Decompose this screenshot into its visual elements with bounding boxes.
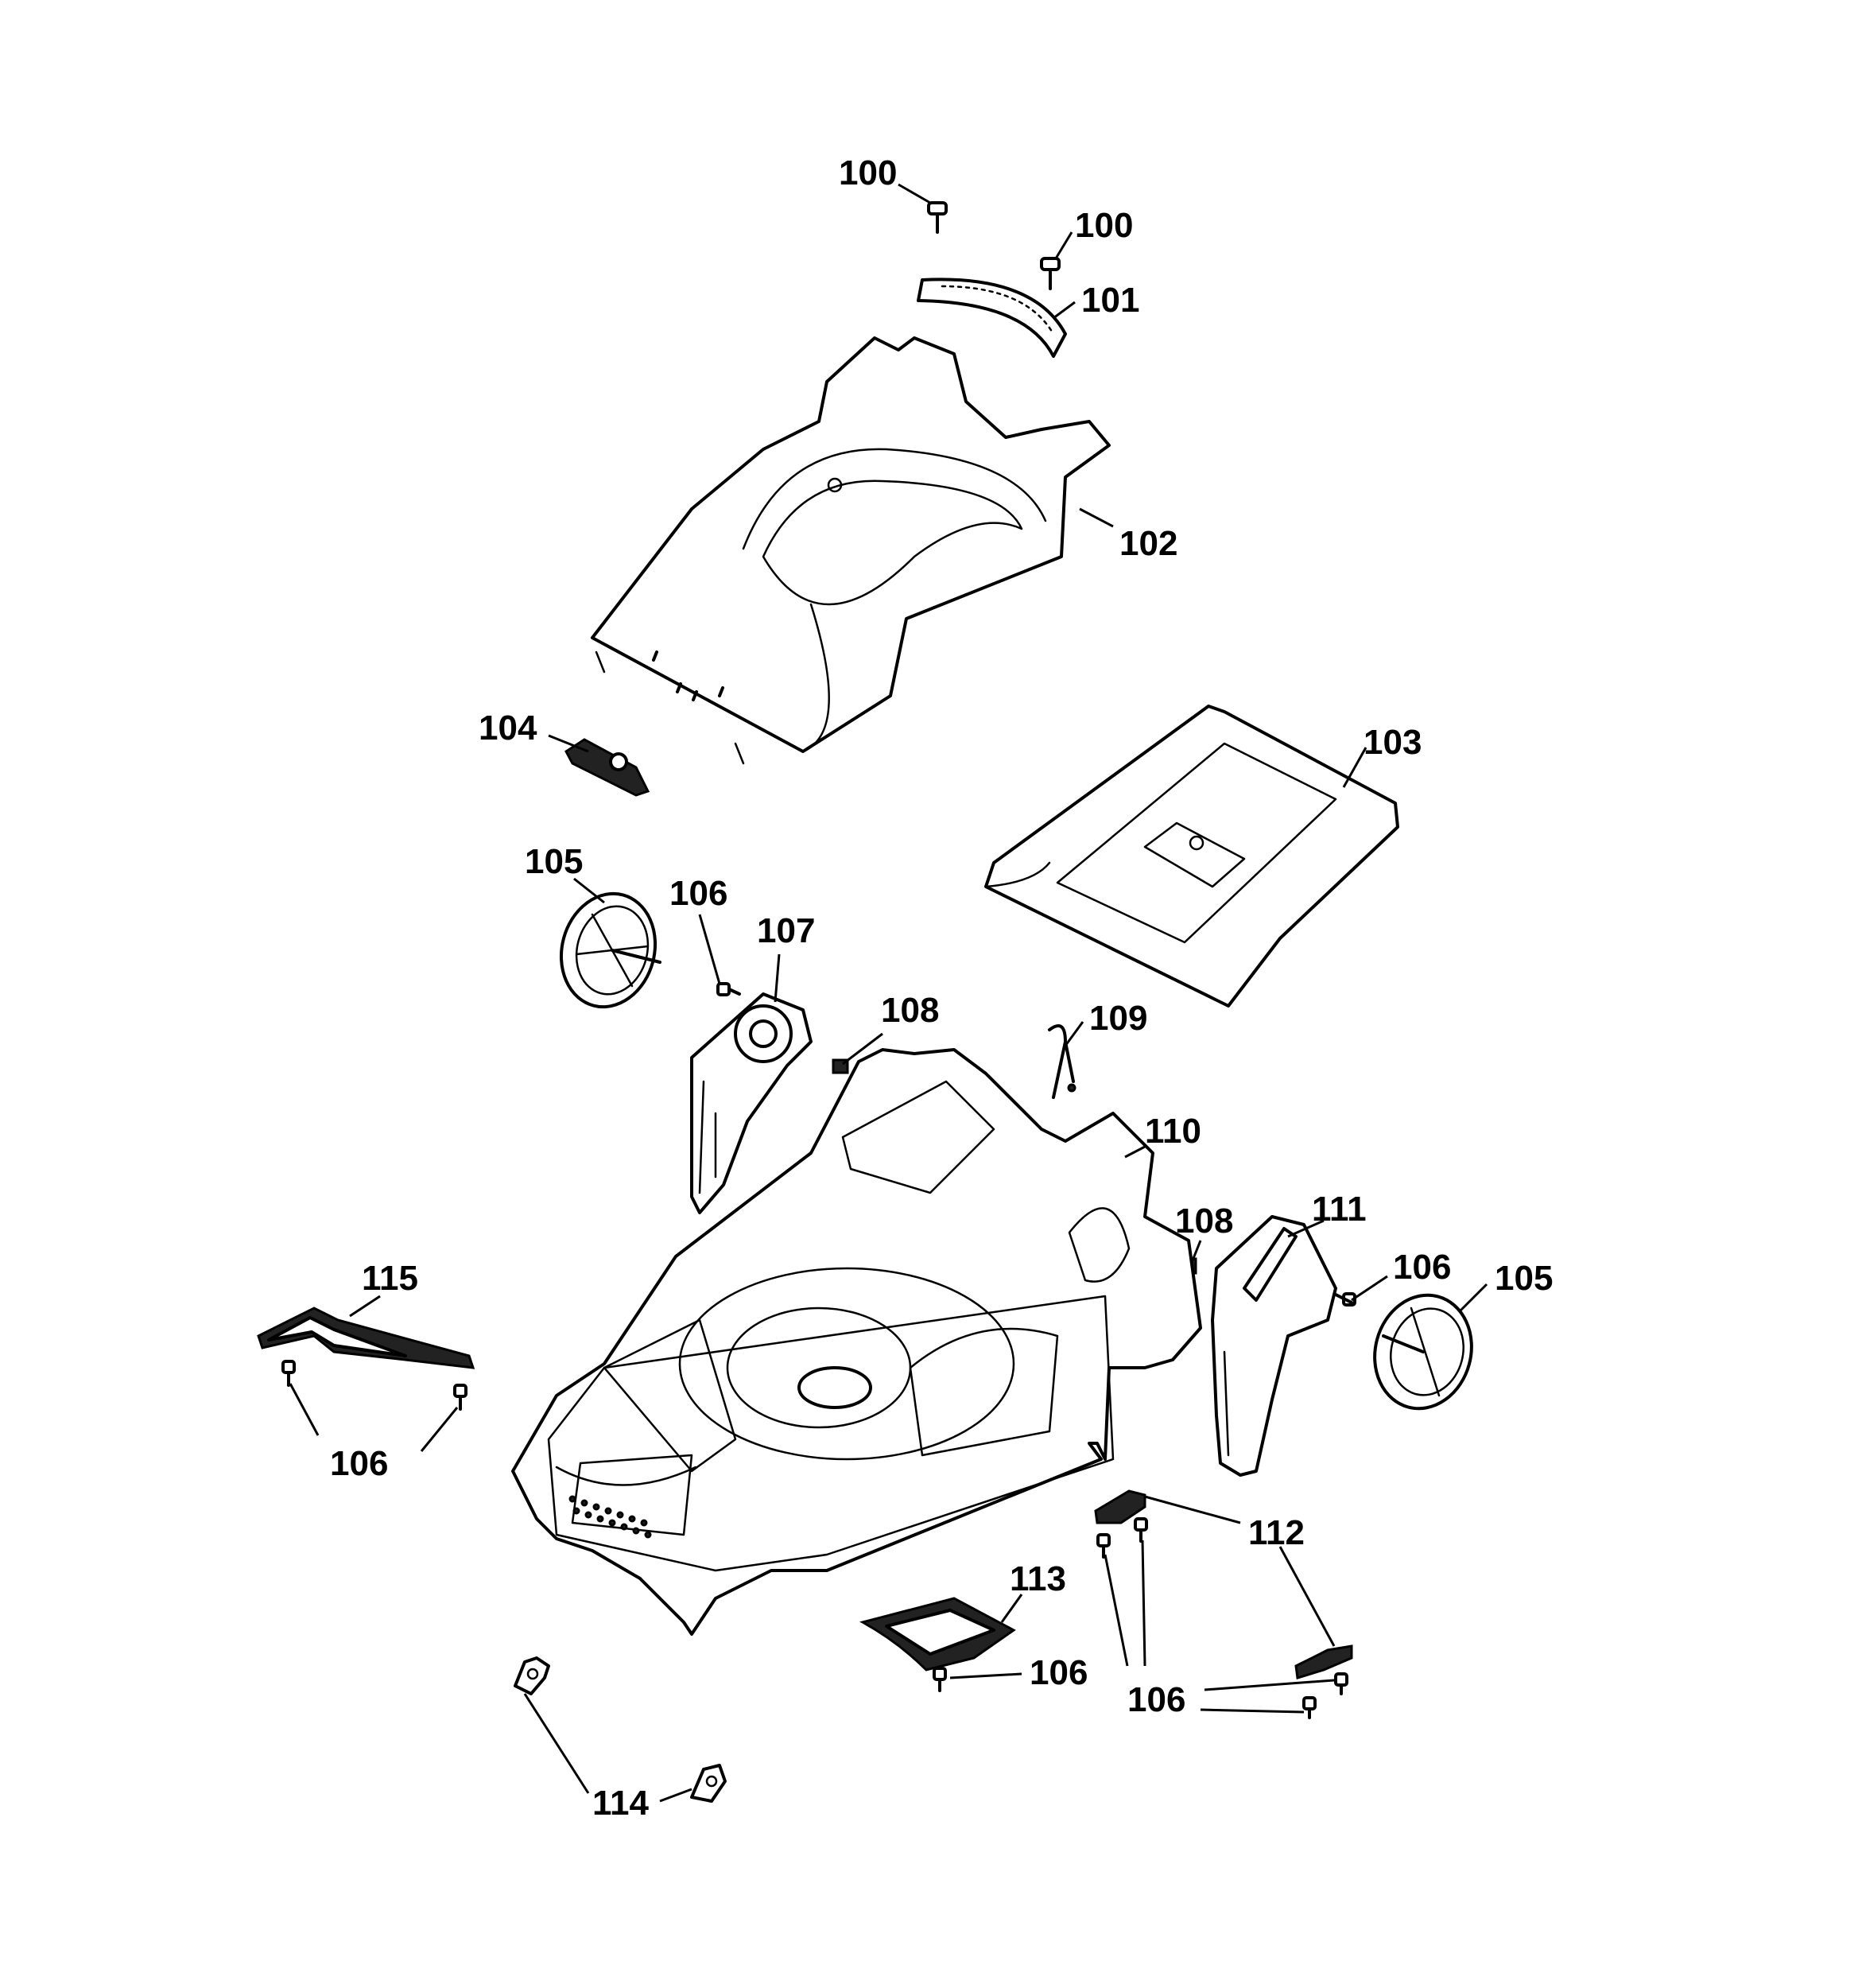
part-102-hood-cover[interactable] [591,336,1111,765]
callout-105-a: 105 [525,842,583,881]
part-106-screw-a[interactable] [716,982,741,996]
part-106-screw-d[interactable] [453,1384,467,1411]
housing-vent-holes [568,1495,652,1539]
part-100-screw-right[interactable] [1040,257,1061,290]
callout-111: 111 [1312,1190,1367,1229]
part-111-wheel-bracket-right[interactable] [1211,1215,1337,1477]
callout-106-d: 106 [1030,1653,1088,1692]
callout-106-c: 106 [330,1444,388,1483]
callout-114: 114 [592,1784,650,1823]
callout-100-b: 100 [1075,206,1133,245]
part-106-screw-f[interactable] [933,1667,947,1692]
callout-103: 103 [1364,723,1422,762]
callout-112: 112 [1248,1513,1305,1552]
part-110-main-housing[interactable] [511,1048,1202,1636]
callout-102: 102 [1119,524,1177,563]
part-103-bin-lid[interactable] [984,705,1399,1008]
leader-lines [289,183,1488,1803]
part-106-screw-b[interactable] [1334,1292,1356,1307]
callout-109: 109 [1089,999,1147,1038]
callout-108-a: 108 [881,991,939,1030]
callout-100-a: 100 [839,153,897,192]
part-107-wheel-bracket-left[interactable] [690,992,813,1214]
callout-106-a: 106 [669,874,727,913]
callout-110: 110 [1145,1112,1201,1151]
part-105-wheel-left[interactable] [549,883,667,1017]
part-113-flap[interactable] [859,1597,1016,1672]
callout-113: 113 [1010,1559,1066,1598]
callout-115: 115 [362,1259,418,1298]
callout-105-b: 105 [1495,1259,1553,1298]
part-115-rear-bracket[interactable] [257,1307,475,1369]
callout-101: 101 [1081,281,1139,320]
part-114-clip-upper[interactable] [514,1656,550,1695]
part-100-screw-top[interactable] [927,201,948,234]
part-114-clip-lower[interactable] [690,1764,727,1803]
callout-labels: 100 100 101 102 103 104 105 106 107 108 … [330,153,1553,1823]
part-101-handle-grip[interactable] [917,278,1067,358]
part-104-latch[interactable] [564,738,650,797]
callout-106-e: 106 [1127,1680,1185,1719]
part-109-spring[interactable] [1048,1024,1076,1099]
callout-104: 104 [479,709,537,747]
part-112-slide-upper[interactable] [1094,1489,1146,1524]
part-106-screw-c[interactable] [281,1360,296,1387]
part-112-slide-lower[interactable] [1294,1644,1353,1679]
callout-108-b: 108 [1175,1202,1233,1241]
callout-107: 107 [757,911,815,950]
callout-106-b: 106 [1393,1248,1451,1287]
part-105-wheel-right[interactable] [1362,1284,1484,1419]
part-106-screws-e[interactable] [1096,1517,1348,1719]
